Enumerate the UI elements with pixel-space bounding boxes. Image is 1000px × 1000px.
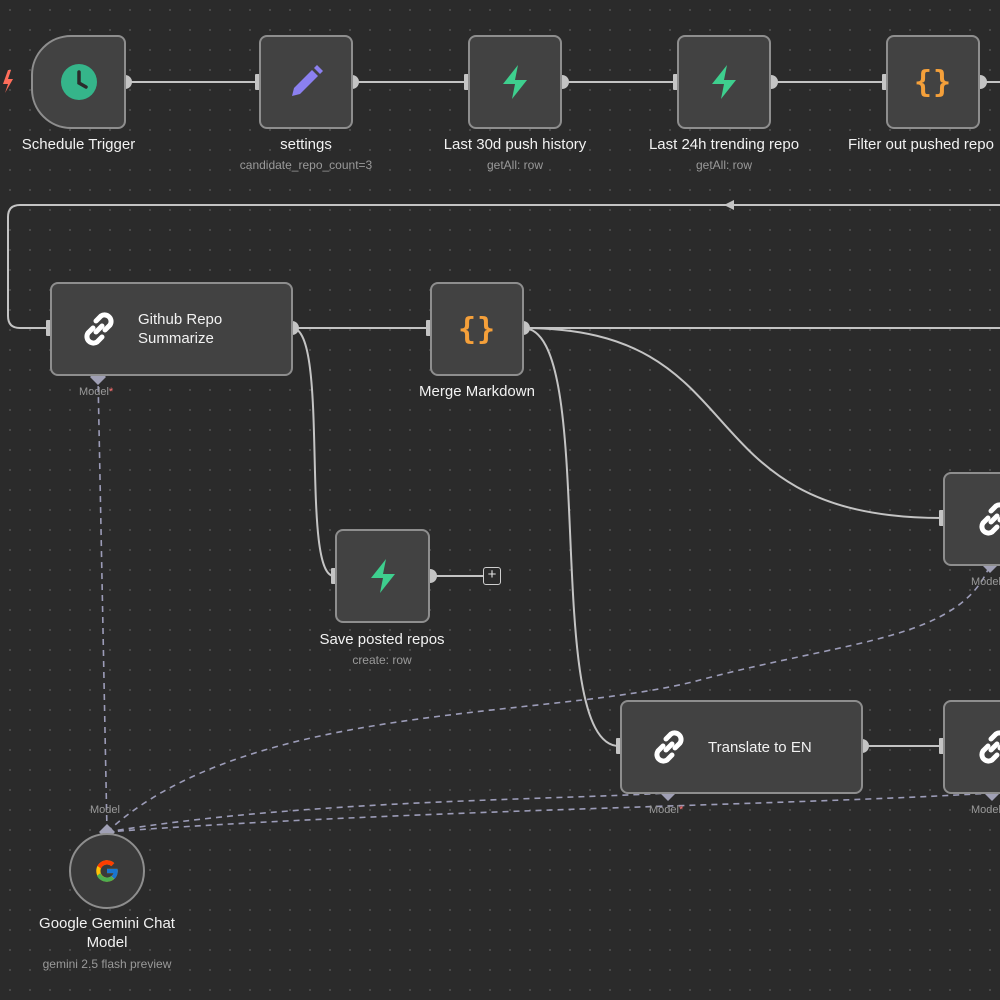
chain-link-icon — [654, 730, 684, 764]
node-subtitle-gemini-model: gemini 2.5 flash preview — [42, 957, 172, 971]
node-save-posted[interactable] — [335, 529, 430, 623]
node-title-github-summarize: Github Repo Summarize — [138, 310, 222, 348]
edge-merge-translate — [522, 327, 620, 747]
node-title-save-posted: Save posted repos — [319, 631, 445, 648]
clock-icon — [60, 64, 97, 100]
node-subtitle-push-history: getAll: row — [486, 158, 544, 172]
node-settings[interactable] — [259, 35, 353, 129]
node-github-summarize[interactable]: Github Repo Summarize — [50, 282, 293, 376]
chain-link-icon — [84, 312, 114, 346]
port-label-chaintop-model: Model — [971, 576, 1000, 588]
loopback-arrow — [724, 200, 734, 210]
node-schedule-trigger[interactable] — [31, 35, 126, 129]
trigger-bolt-icon — [3, 70, 13, 93]
title-line-1: Github Repo — [138, 311, 223, 328]
node-chain-right-bottom[interactable] — [943, 700, 1000, 794]
node-title-trending-repo: Last 24h trending repo — [648, 136, 800, 153]
node-trending-repo[interactable] — [677, 35, 771, 129]
braces-icon: {} — [457, 311, 497, 347]
port-label-summarize-model: Model* — [79, 386, 114, 398]
braces-icon: {} — [913, 64, 953, 100]
bolt-icon — [712, 65, 736, 99]
port-label-translate-model: Model* — [649, 804, 684, 816]
node-title-schedule-trigger: Schedule Trigger — [21, 136, 136, 153]
title-line-1: Google Gemini Chat — [39, 915, 175, 932]
bolt-icon — [370, 559, 395, 593]
node-push-history[interactable] — [468, 35, 562, 129]
node-subtitle-save-posted: create: row — [352, 653, 412, 667]
node-title-translate-en: Translate to EN — [708, 738, 812, 756]
node-subtitle-settings: candidate_repo_count=3 — [239, 158, 373, 172]
node-translate-en[interactable]: Translate to EN — [620, 700, 863, 794]
node-merge-markdown[interactable]: {} — [430, 282, 524, 376]
node-chain-right-top[interactable] — [943, 472, 1000, 566]
google-g-icon — [96, 860, 119, 882]
add-node-button[interactable]: + — [483, 567, 501, 585]
node-filter-pushed[interactable]: {} — [886, 35, 980, 129]
chain-link-icon — [979, 730, 1000, 764]
node-subtitle-trending-repo: getAll: row — [695, 158, 753, 172]
node-title-settings: settings — [280, 136, 332, 153]
node-title-merge-markdown: Merge Markdown — [419, 383, 535, 400]
chain-link-icon — [979, 502, 1000, 536]
node-title-gemini-model: Google Gemini Chat Model — [7, 914, 207, 952]
title-line-2: Model — [86, 934, 128, 951]
node-title-push-history: Last 30d push history — [443, 136, 587, 153]
edge-merge-chaintop — [522, 327, 943, 519]
port-label-gemini-model: Model — [90, 804, 120, 816]
title-line-2: Summarize — [138, 330, 214, 347]
node-title-filter-pushed: Filter out pushed repo — [848, 136, 994, 153]
ai-edge-gemini-summarize — [97, 376, 108, 833]
bolt-icon — [503, 65, 527, 99]
ai-edge-gemini-chainbottom — [106, 792, 993, 833]
edge-loopback — [7, 204, 1000, 329]
node-gemini-model[interactable] — [69, 833, 145, 909]
edge-summarize-save — [291, 327, 335, 577]
ai-edge-gemini-chaintop — [106, 564, 991, 833]
ai-edge-gemini-translate — [106, 792, 669, 833]
pencil-icon — [292, 65, 323, 96]
port-label-chainbottom-model: Model — [971, 804, 1000, 816]
